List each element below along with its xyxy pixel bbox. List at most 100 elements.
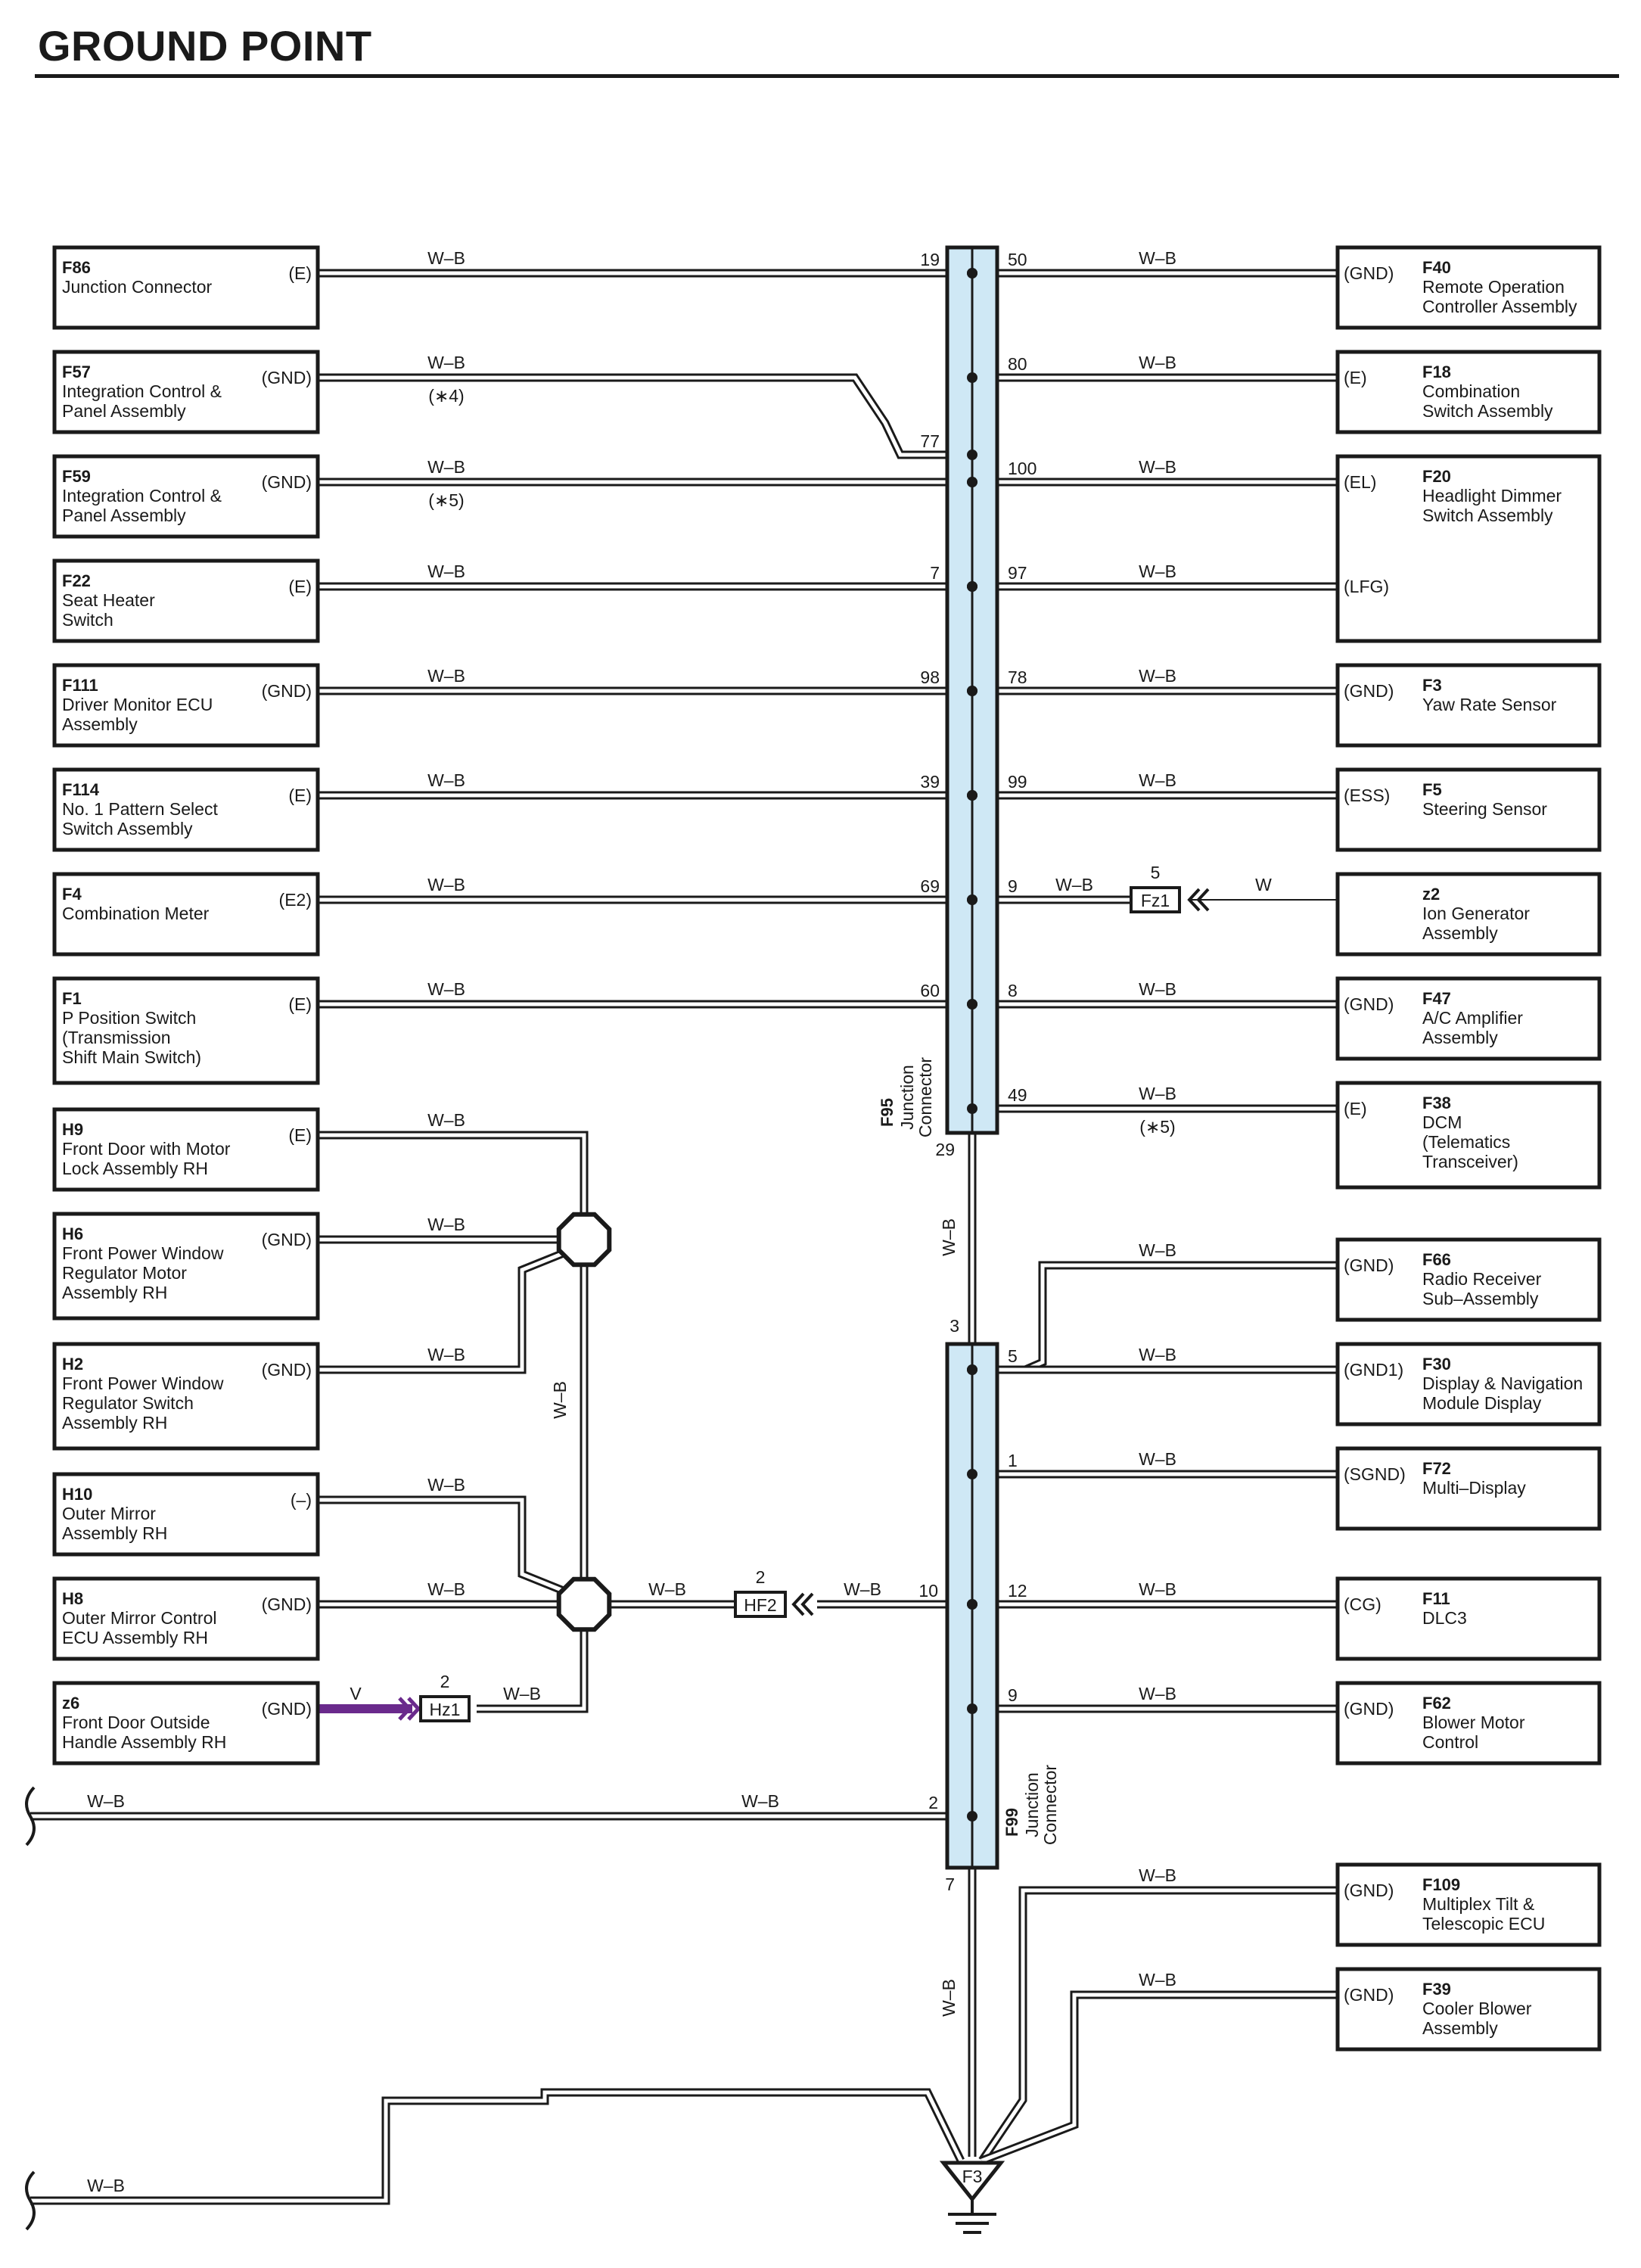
wire-note: (∗4) xyxy=(428,386,464,406)
terminal-label: (GND) xyxy=(262,368,312,387)
junction-pin-number: 10 xyxy=(918,1581,938,1601)
bottom-wire-core xyxy=(30,2090,963,2203)
terminal-label: (SGND) xyxy=(1344,1464,1406,1484)
wire-color-label: W–B xyxy=(427,248,465,268)
junction-pin-number: 60 xyxy=(920,981,940,1000)
component-name: Switch Assembly xyxy=(62,819,193,838)
component-name: Assembly RH xyxy=(62,1283,167,1302)
junction-code: F95 xyxy=(878,1098,897,1127)
component-name: (Transmission xyxy=(62,1028,171,1047)
wire-color-label: W–B xyxy=(1139,1345,1176,1364)
page-title: GROUND POINT xyxy=(38,22,372,70)
component-name: ECU Assembly RH xyxy=(62,1628,208,1647)
junction-pin-number: 69 xyxy=(920,876,940,896)
component-name: Switch xyxy=(62,610,113,630)
component-name: Assembly xyxy=(1422,2018,1498,2038)
component-code: F5 xyxy=(1422,780,1442,799)
left-component-f22 xyxy=(52,558,320,643)
terminal-label: (GND) xyxy=(1344,1699,1394,1719)
wire-color-label: W–B xyxy=(1139,353,1176,372)
wire-color-label: W–B xyxy=(87,2176,125,2195)
wire-color-label: W–B xyxy=(427,666,465,686)
component-name: Assembly RH xyxy=(62,1413,167,1433)
wire-layer xyxy=(30,269,1338,2205)
splice-dot xyxy=(967,1103,977,1114)
component-name: Sub–Assembly xyxy=(1422,1289,1539,1308)
left-component-h6 xyxy=(52,1212,320,1321)
left-wire-f57 xyxy=(318,373,972,459)
component-name: Front Door with Motor xyxy=(62,1139,231,1159)
terminal-label: (E) xyxy=(1344,1099,1367,1118)
component-code: F11 xyxy=(1422,1589,1450,1608)
component-name: Panel Assembly xyxy=(62,401,186,421)
component-name: Lock Assembly RH xyxy=(62,1159,208,1178)
right-component-f20 xyxy=(1335,454,1602,643)
component-code: F47 xyxy=(1422,989,1451,1008)
component-code: F109 xyxy=(1422,1875,1460,1894)
splice-dot xyxy=(967,1599,977,1610)
left-component-h8 xyxy=(52,1576,320,1661)
terminal-label: (GND) xyxy=(1344,994,1394,1014)
splice-dot xyxy=(967,1703,977,1714)
junction-pin-number: 29 xyxy=(935,1140,955,1159)
wire-color-label: V xyxy=(350,1684,362,1703)
terminal-label: (E) xyxy=(288,994,312,1014)
wire-color-label: W–B xyxy=(1139,248,1176,268)
component-name: Transceiver) xyxy=(1422,1152,1518,1171)
component-name: (Telematics xyxy=(1422,1132,1510,1152)
wire-color-label: W–B xyxy=(427,353,465,372)
shape-layer xyxy=(25,245,1602,2234)
terminal-label: (GND) xyxy=(1344,1985,1394,2005)
wire-color-label: W–B xyxy=(1139,979,1176,999)
left-component-f111 xyxy=(52,663,320,748)
terminal-label: (ESS) xyxy=(1344,786,1390,805)
right-wire-f39 xyxy=(981,1990,1338,2165)
junction-pin-number: 2 xyxy=(928,1793,938,1812)
terminal-label: (GND) xyxy=(262,1594,312,1614)
left-component-f59 xyxy=(52,454,320,539)
left-component-f4 xyxy=(52,872,320,957)
splice-octagon-1 xyxy=(556,1212,612,1268)
wire-color-label: W–B xyxy=(1139,562,1176,581)
wire-color-label: W–B xyxy=(1139,666,1176,686)
right-component-f47 xyxy=(1335,976,1602,1061)
component-name: Switch Assembly xyxy=(1422,506,1553,525)
terminal-label: (E) xyxy=(288,786,312,805)
right-component-f72 xyxy=(1335,1446,1602,1531)
connector-arrow-icon xyxy=(398,1697,421,1721)
left-wire-f57-core xyxy=(318,375,972,457)
component-code: F22 xyxy=(62,571,91,590)
right-wire-f109 xyxy=(978,1886,1338,2164)
wire-color-label: W–B xyxy=(1139,1449,1176,1469)
component-name: Multiplex Tilt & xyxy=(1422,1894,1534,1914)
connector-code: Fz1 xyxy=(1141,891,1170,910)
wire-color-label: W–B xyxy=(648,1579,686,1599)
component-name: No. 1 Pattern Select xyxy=(62,799,218,819)
component-name: Ion Generator xyxy=(1422,904,1530,923)
component-name: DCM xyxy=(1422,1112,1462,1132)
component-name: Yaw Rate Sensor xyxy=(1422,695,1557,714)
wire-color-label: W–B xyxy=(427,562,465,581)
component-code: H10 xyxy=(62,1485,92,1504)
component-name: Regulator Motor xyxy=(62,1263,187,1283)
junction-pin-number: 5 xyxy=(1008,1346,1018,1366)
junction-pin-number: 7 xyxy=(945,1874,955,1894)
component-code: F57 xyxy=(62,362,91,381)
connector-pin: 5 xyxy=(1151,863,1161,882)
junction-pin-number: 39 xyxy=(920,772,940,792)
component-name: Assembly xyxy=(1422,1028,1498,1047)
right-component-f11 xyxy=(1335,1576,1602,1661)
wire-color-label: W–B xyxy=(1139,1970,1176,1990)
component-code: F114 xyxy=(62,780,100,799)
wire-color-label: W–B xyxy=(427,1110,465,1130)
junction-name: Connector xyxy=(915,1057,935,1137)
junction-code: F99 xyxy=(1002,1808,1021,1837)
component-code: z6 xyxy=(62,1694,79,1713)
terminal-label: (EL) xyxy=(1344,472,1376,492)
connector-hf2 xyxy=(734,1591,787,1618)
component-name: Control xyxy=(1422,1732,1478,1752)
splice-octagon-2 xyxy=(556,1576,612,1632)
wire-color-label: W xyxy=(1255,875,1272,894)
junction-name: Junction xyxy=(897,1065,917,1130)
harness-wire-hz1-core xyxy=(477,1604,586,1711)
